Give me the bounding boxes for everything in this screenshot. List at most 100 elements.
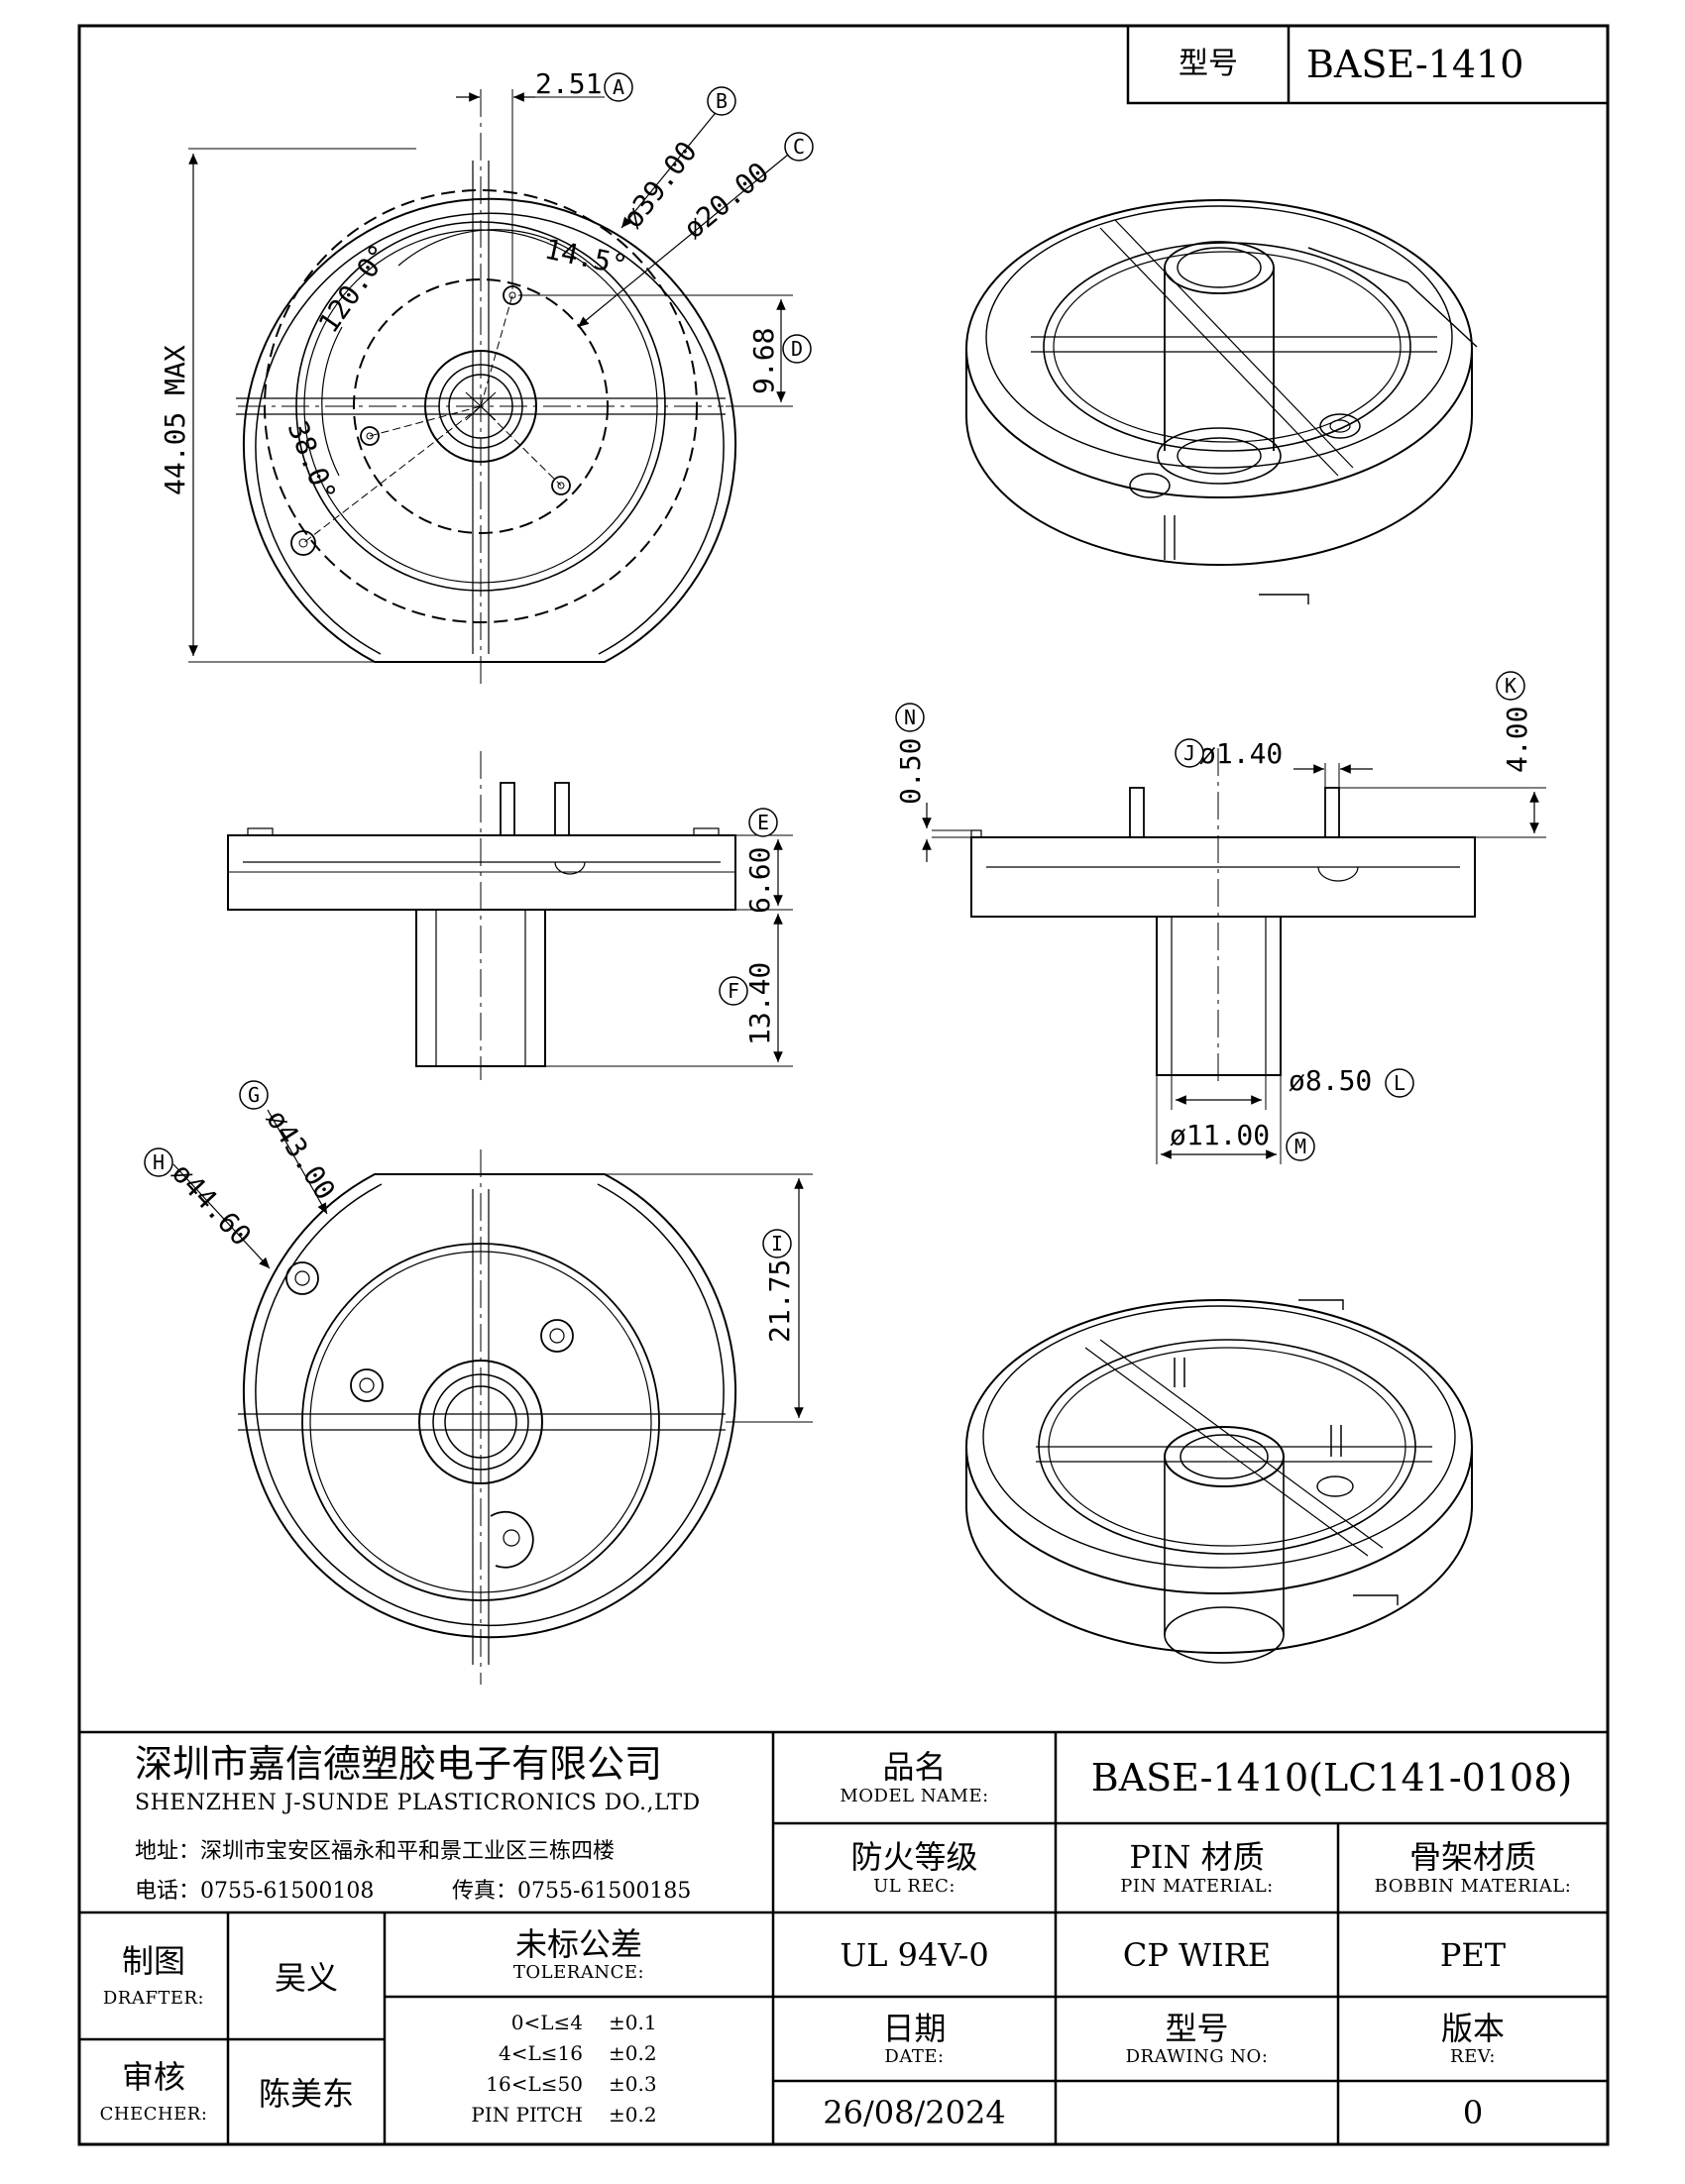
callout-d: D: [782, 334, 812, 364]
bobbin-label: 骨架材质 BOBBIN MATERIAL:: [1338, 1823, 1608, 1912]
ul-cn: 防火等级: [850, 1838, 978, 1877]
dim-e: 6.60: [743, 847, 776, 914]
bottom-view: [172, 1109, 813, 1685]
pin-cn: PIN 材质: [1129, 1838, 1265, 1877]
callout-n: N: [895, 703, 925, 732]
callout-e: E: [748, 808, 778, 837]
pin-label: PIN 材质 PIN MATERIAL:: [1056, 1823, 1338, 1912]
tolerance-cn: 未标公差: [514, 1924, 642, 1963]
tolerance-row: 16<L≤50 ±0.3: [486, 2071, 657, 2096]
front-view: [227, 751, 793, 1080]
callout-i: I: [762, 1229, 792, 1258]
rev-en: REV:: [1450, 2046, 1496, 2068]
date-value: 26/08/2024: [823, 2094, 1006, 2131]
dim-a: 2.51: [535, 67, 602, 100]
callout-g: G: [239, 1080, 269, 1110]
dim-l: ø8.50: [1289, 1064, 1372, 1097]
rev-cn: 版本: [1440, 2009, 1505, 2047]
header-model-label: 型号: [1179, 47, 1238, 81]
date-cn: 日期: [882, 2009, 947, 2047]
company-name-cn: 深圳市嘉信德塑胶电子有限公司: [135, 1741, 663, 1786]
header-model-value: BASE-1410: [1306, 43, 1523, 86]
date-en: DATE:: [884, 2046, 945, 2068]
header-box: [1126, 24, 1610, 105]
callout-c: C: [784, 132, 814, 162]
callout-j: J: [1175, 738, 1204, 768]
dim-j: ø1.40: [1199, 737, 1283, 770]
side-view-labels: 0.50 ø1.40 4.00 ø8.50 ø11.00: [894, 707, 1533, 1151]
checker-value: 陈美东: [258, 2075, 354, 2113]
model-name-en: MODEL NAME:: [840, 1785, 989, 1806]
iso-view-top: [965, 199, 1478, 604]
checker-cn: 审核: [121, 2058, 185, 2097]
dim-d: 9.68: [747, 328, 780, 394]
sheet-border: [77, 24, 1610, 2146]
svg-text:F: F: [728, 979, 739, 1003]
callout-m: M: [1286, 1132, 1315, 1161]
iso-view-bottom: [965, 1299, 1473, 1664]
callout-k: K: [1496, 671, 1525, 701]
svg-text:M: M: [1294, 1135, 1306, 1158]
callout-markers: A B C D E F G H I J K L M N: [144, 72, 1525, 1258]
dim-i: 21.75: [763, 1259, 796, 1343]
dim-height-max: 44.05 MAX: [159, 345, 191, 495]
drafter-cn: 制图: [121, 1942, 185, 1981]
svg-text:C: C: [793, 135, 805, 159]
ul-label: 防火等级 UL REC:: [773, 1823, 1056, 1912]
dim-m: ø11.00: [1170, 1119, 1270, 1151]
bobbin-en: BOBBIN MATERIAL:: [1374, 1875, 1572, 1897]
dim-n: 0.50: [894, 738, 927, 805]
tolerance-row: PIN PITCH ±0.2: [471, 2102, 657, 2127]
bobbin-value: PET: [1439, 1935, 1507, 1974]
svg-text:A: A: [613, 75, 624, 99]
checker-label: 审核 CHECHER:: [79, 2039, 228, 2144]
callout-b: B: [707, 86, 736, 116]
side-view: [922, 748, 1546, 1164]
ul-value: UL 94V-0: [840, 1935, 989, 1974]
drawing-no-label: 型号 DRAWING NO:: [1056, 1997, 1338, 2081]
drafter-value: 吴义: [274, 1959, 338, 1997]
tolerance-en: TOLERANCE:: [512, 1962, 645, 1984]
callout-h: H: [144, 1147, 173, 1177]
model-name-label: 品名 MODEL NAME:: [773, 1732, 1056, 1823]
drawing-cn: 型号: [1165, 2009, 1229, 2047]
tolerance-table: 0<L≤4 ±0.1 4<L≤16 ±0.2 16<L≤50 ±0.3 PIN …: [385, 2007, 773, 2140]
callout-a: A: [604, 72, 633, 102]
svg-text:D: D: [791, 337, 803, 361]
dim-k: 4.00: [1501, 707, 1533, 773]
drafter-label: 制图 DRAFTER:: [79, 1912, 228, 2039]
top-view-labels: 2.51 ø39.00 ø20.00 9.68 14.5° 120.0° 38.…: [159, 67, 780, 506]
svg-text:I: I: [771, 1232, 783, 1256]
svg-text:G: G: [248, 1083, 260, 1107]
drawing-no-value: [1056, 2081, 1338, 2144]
tolerance-row: 4<L≤16 ±0.2: [499, 2040, 657, 2065]
svg-text:H: H: [153, 1150, 165, 1174]
callout-f: F: [719, 976, 748, 1006]
svg-text:E: E: [757, 811, 769, 834]
tolerance-label: 未标公差 TOLERANCE:: [385, 1912, 773, 1997]
drawing-en: DRAWING NO:: [1125, 2046, 1269, 2068]
svg-text:N: N: [904, 706, 916, 729]
drafter-en: DRAFTER:: [102, 1987, 205, 2009]
svg-text:K: K: [1505, 674, 1516, 698]
svg-text:J: J: [1183, 741, 1195, 765]
model-name-value: BASE-1410(LC141-0108): [1090, 1756, 1573, 1800]
company-phone: 电话：0755-61500108: [135, 1879, 375, 1904]
bobbin-cn: 骨架材质: [1408, 1838, 1536, 1877]
date-label: 日期 DATE:: [773, 1997, 1056, 2081]
company-address: 地址：深圳市宝安区福永和平和景工业区三栋四楼: [135, 1839, 616, 1864]
checker-en: CHECHER:: [99, 2103, 208, 2125]
dim-angle-38: 38.0°: [281, 416, 343, 506]
rev-label: 版本 REV:: [1338, 1997, 1608, 2081]
company-name-en: SHENZHEN J-SUNDE PLASTICRONICS DO.,LTD: [135, 1790, 701, 1815]
ul-en: UL REC:: [873, 1875, 955, 1897]
svg-text:B: B: [716, 89, 728, 113]
top-view: [188, 89, 794, 689]
dim-g: ø43.00: [260, 1104, 342, 1206]
rev-value: 0: [1462, 2094, 1484, 2131]
front-view-labels: 6.60 13.40: [743, 847, 776, 1045]
dim-h: ø44.60: [166, 1156, 258, 1252]
company-fax: 传真：0755-61500185: [452, 1879, 692, 1904]
